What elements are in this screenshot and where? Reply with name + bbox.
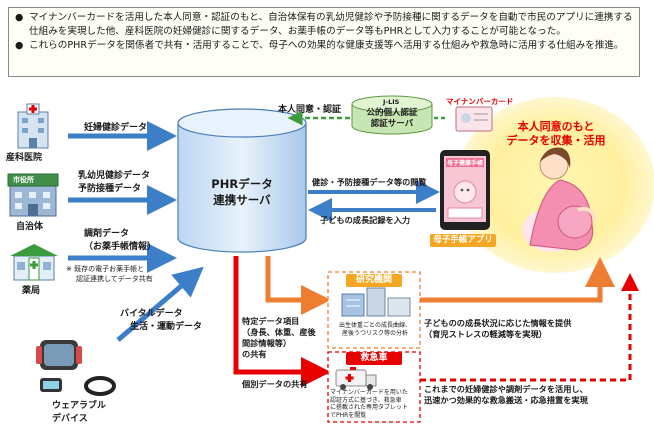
mother-caption: 本人同意のもとデータを収集・活用 [506, 120, 606, 147]
label-view: 健診・予防接種データ等の閲覧 [312, 177, 427, 187]
phr-server-icon [177, 108, 307, 253]
label-infant-data: 乳幼児健診データ予防接種データ [78, 171, 151, 194]
activity-band-icon [40, 376, 116, 396]
bullet-text-2: これらのPHRデータを関係者で共有・活用することで、母子への効果的な健康支援等へ… [29, 40, 624, 52]
research-title: 研究機関 [346, 274, 402, 287]
pharmacy-icon [10, 244, 58, 281]
city-hall-sign: 市役所 [13, 176, 34, 184]
label-individual-share: 個別データの共有 [242, 379, 308, 389]
research-building-icon [341, 287, 411, 317]
ambulance-title: 救急車 [346, 352, 402, 365]
mynumber-label: マイナンバーカード [446, 97, 514, 106]
clinic-building-icon [17, 103, 49, 149]
bullet-text-1: マイナンバーカードを活用した本人同意・認証のもと、自治体保有の乳幼児健診や予防接… [29, 12, 633, 38]
smartphone-icon [440, 150, 490, 230]
label-clinic: 産科医院 [6, 153, 43, 163]
arrow-individual [233, 256, 331, 387]
jlis-label: 公的個人認証認証サーバ [366, 108, 418, 129]
arrow-vital [116, 266, 204, 342]
label-city: 自治体 [16, 222, 44, 232]
ambulance-caption: マイナンバーカードを用いた認証方式に基づき、救急車 に搭載された専用タブレットで… [330, 389, 409, 419]
bullet-dot-icon: ● [15, 40, 24, 52]
label-wearable: ウェアラブルデバイス [52, 401, 107, 424]
jlis-tag: J-LIS [383, 98, 400, 106]
summary-box: ● マイナンバーカードを活用した本人同意・認証のもと、自治体保有の乳幼児健診や予… [8, 7, 640, 77]
smartwatch-icon [36, 340, 82, 370]
emergency-info: これまでの妊婦健診や調剤データを活用し、迅速かつ効果的な救急搬送・応急措置を実現 [424, 384, 588, 405]
arrow-emergency-out [420, 273, 639, 382]
label-consent: 本人同意・認証 [278, 105, 342, 115]
label-prenatal-data: 妊婦健診データ [84, 123, 148, 133]
mynumber-card-icon [455, 106, 493, 132]
label-rx-note: ※ 既存の電子お薬手帳と認証連携してデータ共有 [66, 265, 153, 283]
pregnant-mother-icon [522, 147, 598, 252]
city-hall-icon [7, 173, 59, 217]
app-screen-title: 母子健康手帳 [446, 160, 483, 167]
ambulance-icon [335, 367, 377, 390]
label-specific-share: 特定データ項目（身長、体重、産後 間診情報等）の共有 [242, 316, 316, 359]
bullet-dot-icon: ● [15, 12, 24, 23]
jlis-server-icon [351, 95, 433, 135]
research-info: 子どものの成長状況に応じた情報を提供（育児ストレスの軽減等を実現） [424, 318, 572, 339]
label-vital-data: バイタルデータ生活・運動データ [120, 309, 203, 332]
arrow-research-out [420, 257, 615, 303]
research-caption: 出生体重ごとの成長曲線、産後うつリスク等の分析 [339, 322, 411, 337]
arrow-specific [265, 256, 331, 315]
phr-server-label: PHRデータ連携サーバ [211, 177, 273, 207]
label-input: 子どもの成長記録を入力 [320, 215, 411, 225]
label-pharmacy: 薬局 [22, 286, 41, 296]
label-rx-data: 調剤データ（お薬手帳情報） [84, 229, 157, 252]
app-label: 母子手帳アプリ [430, 234, 496, 247]
